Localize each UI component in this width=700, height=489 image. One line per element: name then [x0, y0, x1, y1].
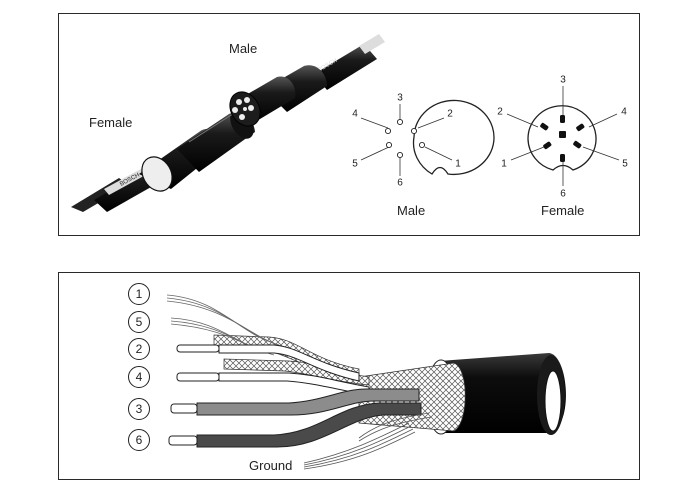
male-plug-label: Male	[229, 41, 258, 56]
female-pinout-diagram	[506, 86, 620, 186]
female-plug-label: Female	[89, 115, 133, 130]
wire-number-2: 2	[128, 338, 150, 360]
wire-6	[168, 402, 422, 448]
female-pin-6: 6	[560, 188, 566, 200]
wire-number-6: 6	[128, 429, 150, 451]
connector-panel: BOSCH BOSCH	[58, 13, 640, 236]
cable-panel: 1 5 2 4 3 6 Ground	[58, 272, 640, 480]
female-pin-5: 5	[622, 158, 628, 170]
male-pin-4: 4	[352, 108, 358, 120]
female-pin-2: 2	[497, 106, 503, 118]
male-plug-image: BOSCH	[229, 34, 385, 127]
ground-label: Ground	[249, 458, 293, 473]
female-pin-1: 1	[501, 158, 507, 170]
male-pin-2: 2	[447, 108, 453, 120]
male-pinout-diagram	[360, 99, 495, 176]
male-pin-6: 6	[397, 177, 403, 189]
wire-number-4: 4	[128, 366, 150, 388]
wire-2	[176, 344, 360, 382]
wire-number-1: 1	[128, 283, 150, 305]
cable-drawing	[166, 294, 566, 470]
female-pin-3: 3	[560, 74, 566, 86]
wire-6-insulation	[196, 402, 422, 448]
wire-number-3: 3	[128, 398, 150, 420]
wire-number-5: 5	[128, 311, 150, 333]
female-pin-4: 4	[621, 106, 627, 118]
male-pinout-caption: Male	[397, 203, 426, 218]
ground-drain-wire	[303, 412, 432, 470]
male-pin-5: 5	[352, 158, 358, 170]
connector-drawing: BOSCH BOSCH	[71, 34, 620, 212]
wire-3	[170, 388, 420, 416]
female-pinout-caption: Female	[541, 203, 585, 218]
wire-3-insulation	[196, 388, 420, 416]
male-pin-3: 3	[397, 92, 403, 104]
male-pin-1: 1	[455, 158, 461, 170]
